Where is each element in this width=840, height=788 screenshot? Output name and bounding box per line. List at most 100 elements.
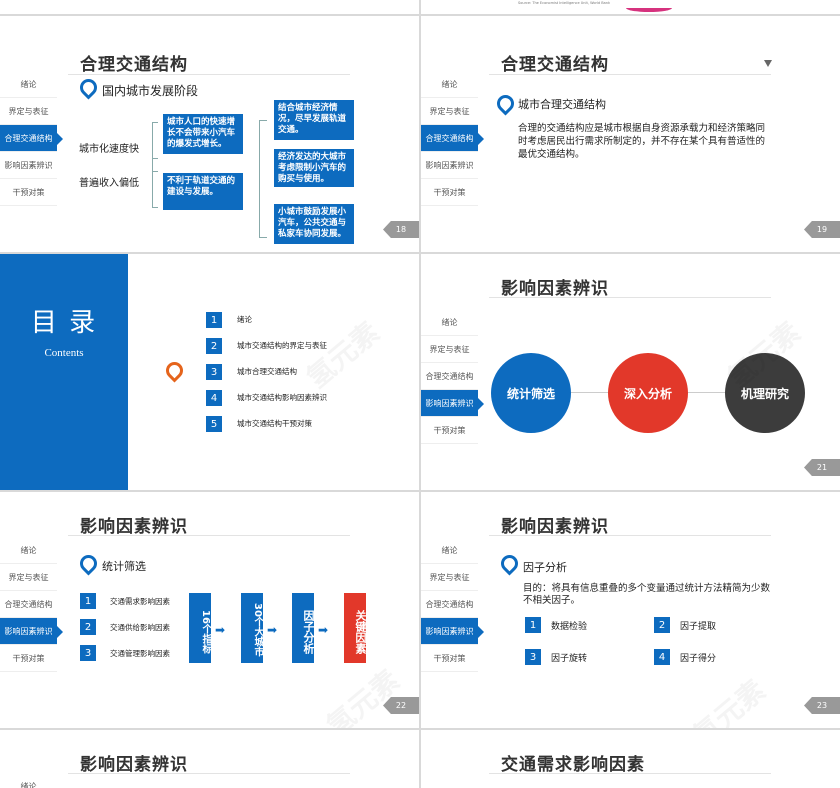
circle-label: 机理研究 xyxy=(740,386,789,401)
slide-title: 合理交通结构 xyxy=(80,55,188,75)
description: 目的：将具有信息重叠的多个变量通过统计方法精简为少数不相关因子。 xyxy=(523,583,771,606)
step-30-cities: 30个大城市 xyxy=(241,593,263,663)
sidebar-item-definition[interactable]: 界定与表征 xyxy=(421,98,478,125)
box-rail: 不利于轨道交通的建设与发展。 xyxy=(163,173,243,210)
sidebar-item-intro[interactable]: 绪论 xyxy=(0,537,57,564)
item-number: 2 xyxy=(206,338,222,354)
slide-25-partial[interactable]: 交通需求影响因素 xyxy=(421,730,840,788)
page-number: 21 xyxy=(804,459,840,476)
dropdown-triangle-icon[interactable] xyxy=(764,60,772,67)
sidebar-item-factors[interactable]: 影响因素辨识 xyxy=(421,390,484,417)
slide-17b-partial[interactable]: Source: The Economist Intelligence Unit,… xyxy=(421,0,840,14)
sidebar-item-structure[interactable]: 合理交通结构 xyxy=(421,591,478,618)
sidebar-item-intro[interactable]: 绪论 xyxy=(0,71,57,98)
slide-21[interactable]: 绪论 界定与表征 合理交通结构 影响因素辨识 干预对策 影响因素辨识 统计筛选 … xyxy=(421,254,840,490)
location-pin-icon xyxy=(493,91,518,116)
sidebar-item-definition[interactable]: 界定与表征 xyxy=(421,564,478,591)
location-pin-icon xyxy=(497,551,522,576)
title-divider xyxy=(489,773,771,774)
sidebar-item-factors[interactable]: 影响因素辨识 xyxy=(0,618,63,645)
sidebar-item-definition[interactable]: 界定与表征 xyxy=(421,336,478,363)
list-item: 交通需求影响因素 xyxy=(110,597,170,606)
contents-item[interactable]: 城市交通结构的界定与表征 xyxy=(237,341,327,350)
item-number: 3 xyxy=(80,645,96,661)
sidebar-item-measures[interactable]: 干预对策 xyxy=(0,179,57,206)
title-divider xyxy=(489,74,771,75)
slide-title: 交通需求影响因素 xyxy=(501,755,645,775)
step-factor-analysis: 因子分析 xyxy=(292,593,315,663)
page-number: 22 xyxy=(383,697,419,714)
left-label-2: 普遍收入偏低 xyxy=(79,178,139,189)
item-number: 1 xyxy=(206,312,222,328)
sidebar-item-intro[interactable]: 绪论 xyxy=(421,309,478,336)
bracket-1 xyxy=(152,122,158,172)
sidebar-item-definition[interactable]: 界定与表征 xyxy=(0,564,57,591)
watermark: 氢元素 xyxy=(317,660,407,728)
body-text: 合理的交通结构应是城市根据自身资源承载力和经济策略同时考虑居民出行需求所制定的，… xyxy=(518,123,766,160)
slide-24-partial[interactable]: 影响因素辨识 绪论 xyxy=(0,730,419,788)
sidebar-item-factors[interactable]: 影响因素辨识 xyxy=(421,152,478,179)
location-pin-icon xyxy=(162,358,187,383)
slide-17-partial[interactable] xyxy=(0,0,419,14)
sidebar-nav: 绪论 界定与表征 合理交通结构 影响因素辨识 干预对策 xyxy=(0,537,63,672)
sidebar-item-measures[interactable]: 干预对策 xyxy=(421,645,478,672)
sidebar-item-measures[interactable]: 干预对策 xyxy=(421,179,478,206)
contents-item[interactable]: 城市合理交通结构 xyxy=(237,367,297,376)
box-small-city: 小城市鼓励发展小汽车，公共交通与私家车协同发展。 xyxy=(274,204,354,244)
section-subtitle: 统计筛选 xyxy=(102,560,146,573)
watermark: 氢元素 xyxy=(297,312,387,397)
sidebar-item-measures[interactable]: 干预对策 xyxy=(421,417,478,444)
contents-item[interactable]: 城市交通结构干预对策 xyxy=(237,419,312,428)
item-number: 3 xyxy=(525,649,541,665)
sidebar-item-measures[interactable]: 干预对策 xyxy=(0,645,57,672)
item-number: 2 xyxy=(654,617,670,633)
sidebar-item-intro[interactable]: 绪论 xyxy=(421,537,478,564)
section-subtitle: 因子分析 xyxy=(523,561,567,574)
bracket-3 xyxy=(259,120,267,238)
item-number: 3 xyxy=(206,364,222,380)
section-subtitle: 国内城市发展阶段 xyxy=(102,84,199,98)
circle-label: 统计筛选 xyxy=(506,386,555,401)
box-economy: 经济发达的大城市考虑限制小汽车的购买与使用。 xyxy=(274,149,354,187)
box-big-city: 结合城市经济情况，尽早发展轨道交通。 xyxy=(274,100,354,140)
source-text: Source: The Economist Intelligence Unit,… xyxy=(518,1,611,5)
sidebar-nav: 绪论 界定与表征 合理交通结构 影响因素辨识 干预对策 xyxy=(0,71,63,206)
watermark: 氢元素 xyxy=(683,670,773,728)
sidebar-item-definition[interactable]: 界定与表征 xyxy=(0,98,57,125)
sidebar-item-structure[interactable]: 合理交通结构 xyxy=(421,363,478,390)
slide-19[interactable]: 绪论 界定与表征 合理交通结构 影响因素辨识 干预对策 合理交通结构 城市合理交… xyxy=(421,16,840,252)
grid-item: 因子旋转 xyxy=(551,654,588,664)
list-item: 交通供给影响因素 xyxy=(110,623,170,632)
sidebar-nav: 绪论 界定与表征 合理交通结构 影响因素辨识 干预对策 xyxy=(421,537,484,672)
location-pin-icon xyxy=(76,551,101,576)
step-key-factors: 关键因素 xyxy=(344,593,367,663)
slide-20[interactable]: 目 录 Contents 1 绪论 2 城市交通结构的界定与表征 3 城市合理交… xyxy=(0,254,419,490)
sidebar-item-intro[interactable]: 绪论 xyxy=(421,71,478,98)
page-number: 18 xyxy=(383,221,419,238)
sidebar-item-intro[interactable]: 绪论 xyxy=(20,782,37,788)
item-number: 4 xyxy=(654,649,670,665)
sidebar-item-structure[interactable]: 合理交通结构 xyxy=(421,125,484,152)
item-number: 5 xyxy=(206,416,222,432)
step-16-indicators: 16个指标 xyxy=(189,593,211,663)
pink-arc xyxy=(626,4,672,12)
item-number: 1 xyxy=(80,593,96,609)
contents-item[interactable]: 城市交通结构影响因素辨识 xyxy=(237,393,327,402)
title-divider xyxy=(68,535,350,536)
contents-title: 目 录 xyxy=(30,308,98,338)
contents-item[interactable]: 绪论 xyxy=(237,315,252,324)
circle-stat[interactable]: 统计筛选 xyxy=(491,353,571,433)
sidebar-item-structure[interactable]: 合理交通结构 xyxy=(0,125,63,152)
sidebar-item-structure[interactable]: 合理交通结构 xyxy=(0,591,57,618)
slide-23[interactable]: 绪论 界定与表征 合理交通结构 影响因素辨识 干预对策 影响因素辨识 因子分析 … xyxy=(421,492,840,728)
item-number: 2 xyxy=(80,619,96,635)
slide-18[interactable]: 绪论 界定与表征 合理交通结构 影响因素辨识 干预对策 合理交通结构 国内城市发… xyxy=(0,16,419,252)
sidebar-item-factors[interactable]: 影响因素辨识 xyxy=(421,618,484,645)
grid-item: 数据检验 xyxy=(551,622,588,632)
circle-mechanism[interactable]: 机理研究 xyxy=(725,353,805,433)
slide-title: 合理交通结构 xyxy=(501,55,609,75)
slide-22[interactable]: 绪论 界定与表征 合理交通结构 影响因素辨识 干预对策 影响因素辨识 统计筛选 … xyxy=(0,492,419,728)
circle-analysis[interactable]: 深入分析 xyxy=(608,353,688,433)
sidebar-item-factors[interactable]: 影响因素辨识 xyxy=(0,152,57,179)
